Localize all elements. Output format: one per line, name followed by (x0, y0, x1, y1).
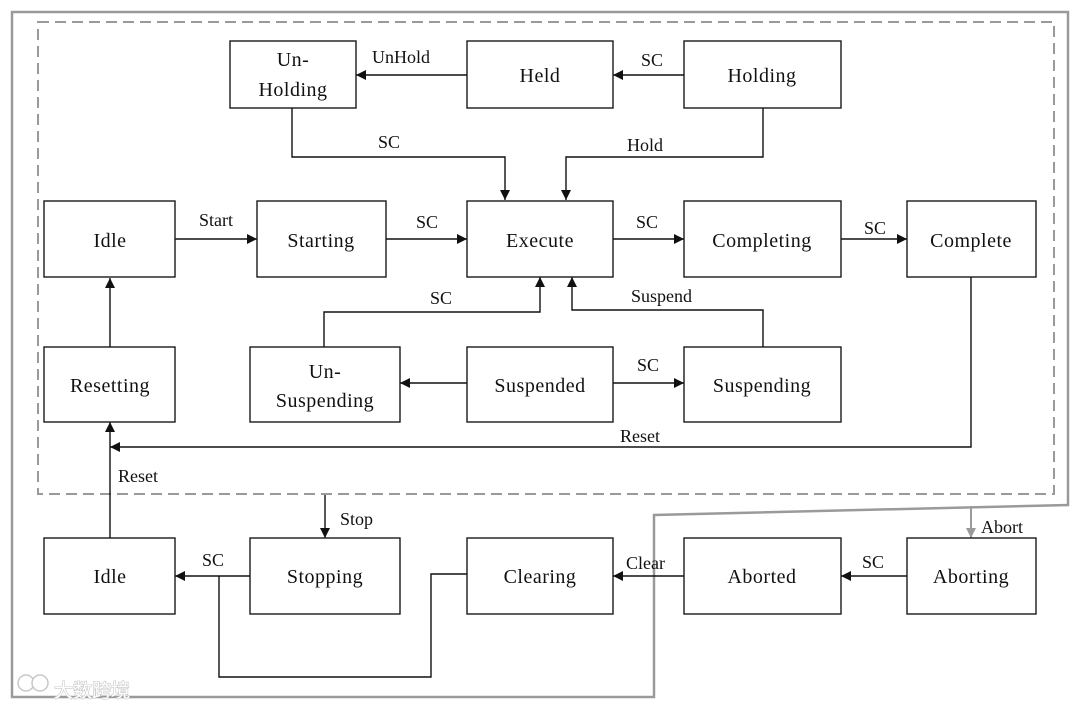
state-execute: Execute (466, 200, 614, 278)
state-completing: Completing (683, 200, 842, 278)
state-aborting: Aborting (906, 537, 1037, 615)
edge-clearing-stopping (218, 573, 467, 678)
edge-unholding-execute (291, 108, 510, 200)
state-unholding-line1: Un- (277, 49, 310, 71)
state-execute-label: Execute (506, 230, 574, 252)
label-sc-aborting-aborted: SC (862, 552, 884, 572)
state-held-label: Held (520, 65, 561, 87)
state-starting-label: Starting (287, 230, 354, 252)
label-reset-complete: Reset (620, 426, 660, 446)
state-suspending-label: Suspending (713, 375, 811, 397)
label-sc-unholding-execute: SC (378, 132, 400, 152)
state-aborting-label: Aborting (933, 566, 1009, 588)
state-aborted-label: Aborted (727, 566, 796, 588)
state-clearing: Clearing (466, 537, 614, 615)
stoppable-region (37, 21, 1055, 495)
edge-suspending-execute (567, 277, 764, 347)
label-sc-suspended-suspending: SC (637, 355, 659, 375)
transition-edges (105, 70, 976, 678)
label-abort: Abort (981, 517, 1023, 537)
state-complete-label: Complete (930, 230, 1012, 252)
label-stop: Stop (340, 509, 373, 529)
label-hold: Hold (627, 135, 663, 155)
state-clearing-label: Clearing (504, 566, 577, 588)
label-start: Start (199, 210, 233, 230)
state-stopping-label: Stopping (287, 566, 363, 588)
state-suspending: Suspending (683, 346, 842, 423)
label-clear: Clear (626, 553, 665, 573)
state-idle-bottom: Idle (43, 537, 176, 615)
edge-complete-resetting (110, 277, 972, 452)
abort-boundary (10, 10, 1070, 699)
state-idle-bottom-label: Idle (93, 566, 126, 588)
state-unholding: Un- Holding (229, 40, 357, 109)
label-sc-unsuspending-execute: SC (430, 288, 452, 308)
edge-unsuspending-execute (323, 277, 545, 347)
state-suspended: Suspended (466, 346, 614, 423)
state-resetting: Resetting (43, 346, 176, 423)
state-unsuspending: Un- Suspending (249, 346, 401, 423)
state-suspended-label: Suspended (494, 375, 585, 397)
state-resetting-label: Resetting (70, 375, 150, 397)
label-suspend: Suspend (631, 286, 692, 306)
watermark: 大数跨境 (17, 674, 131, 703)
state-held: Held (466, 40, 614, 109)
label-sc-stopping-idle: SC (202, 550, 224, 570)
state-stopping: Stopping (249, 537, 401, 615)
label-sc-execute-completing: SC (636, 212, 658, 232)
state-unholding-line2: Holding (258, 79, 327, 101)
state-starting: Starting (256, 200, 387, 278)
watermark-logo-icon (17, 674, 49, 692)
state-idle-top-label: Idle (93, 230, 126, 252)
state-completing-label: Completing (712, 230, 811, 252)
label-sc-starting-execute: SC (416, 212, 438, 232)
label-sc-completing-complete: SC (864, 218, 886, 238)
state-unsuspending-line1: Un- (309, 361, 342, 383)
label-unhold: UnHold (372, 47, 430, 67)
state-holding-label: Holding (727, 65, 796, 87)
state-unsuspending-line2: Suspending (276, 390, 374, 412)
transition-labels: UnHold SC SC Hold Start SC SC SC SC Susp… (118, 47, 1023, 573)
edge-holding-execute (561, 108, 764, 200)
label-sc-holding-held: SC (641, 50, 663, 70)
state-idle-top: Idle (43, 200, 176, 278)
watermark-text: 大数跨境 (54, 680, 130, 702)
label-reset-idle: Reset (118, 466, 158, 486)
state-holding: Holding (683, 40, 842, 109)
state-aborted: Aborted (683, 537, 842, 615)
state-complete: Complete (906, 200, 1037, 278)
